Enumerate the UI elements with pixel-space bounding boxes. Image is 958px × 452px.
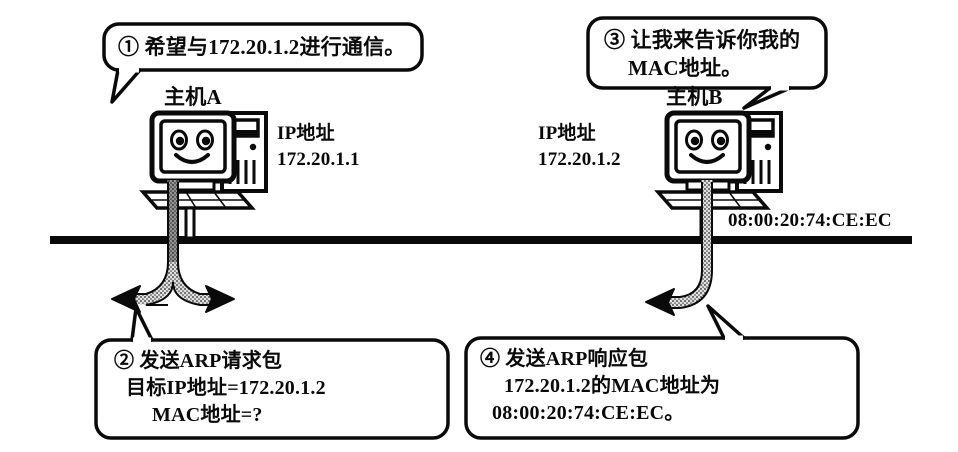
box-4-line-3: 08:00:20:74:CE:EC。 xyxy=(492,402,685,424)
host-a-label: 主机A xyxy=(164,85,222,109)
box-2-line-1: ② 发送ARP请求包 xyxy=(114,350,283,372)
ethernet-bus-line xyxy=(50,236,912,244)
host-a-keyboard-icon xyxy=(139,190,256,210)
box-2-line-3: MAC地址=? xyxy=(152,404,263,426)
host-a-stand-icon xyxy=(184,206,196,240)
box-4-line-1: ④ 发送ARP响应包 xyxy=(480,348,649,370)
host-a-ip-value: 172.20.1.1 xyxy=(277,149,360,170)
host-b-mac-label: 08:00:20:74:CE:EC xyxy=(728,210,892,231)
host-b-ip-value: 172.20.1.2 xyxy=(538,149,621,170)
host-b-ip-caption: IP地址 xyxy=(538,123,596,144)
bubble-3-line-1: ③ 让我来告诉你我的 xyxy=(604,28,801,52)
host-b-label: 主机B xyxy=(666,85,723,109)
bubble-3-shape xyxy=(586,16,828,110)
host-a-smiley-face-icon xyxy=(170,129,214,164)
arrow-request-broadcast xyxy=(111,180,235,313)
box-2-line-2: 目标IP地址=172.20.1.2 xyxy=(126,377,326,399)
host-a-monitor-icon xyxy=(149,110,237,192)
host-b-smiley-face-icon xyxy=(685,129,729,164)
box-4-line-2: 172.20.1.2的MAC地址为 xyxy=(504,375,721,397)
bubble-1-shape xyxy=(102,22,424,104)
host-a-computer-icon xyxy=(139,110,268,240)
box-4-shape xyxy=(464,304,860,440)
bubble-1-line-1: ① 希望与172.20.1.2进行通信。 xyxy=(118,35,406,59)
host-b-monitor-icon xyxy=(664,110,752,192)
box-2-shape xyxy=(94,306,450,440)
arrow-reply-unicast xyxy=(645,180,713,316)
host-a-ip-caption: IP地址 xyxy=(277,123,335,144)
bubble-3-line-2: MAC地址。 xyxy=(628,56,743,80)
